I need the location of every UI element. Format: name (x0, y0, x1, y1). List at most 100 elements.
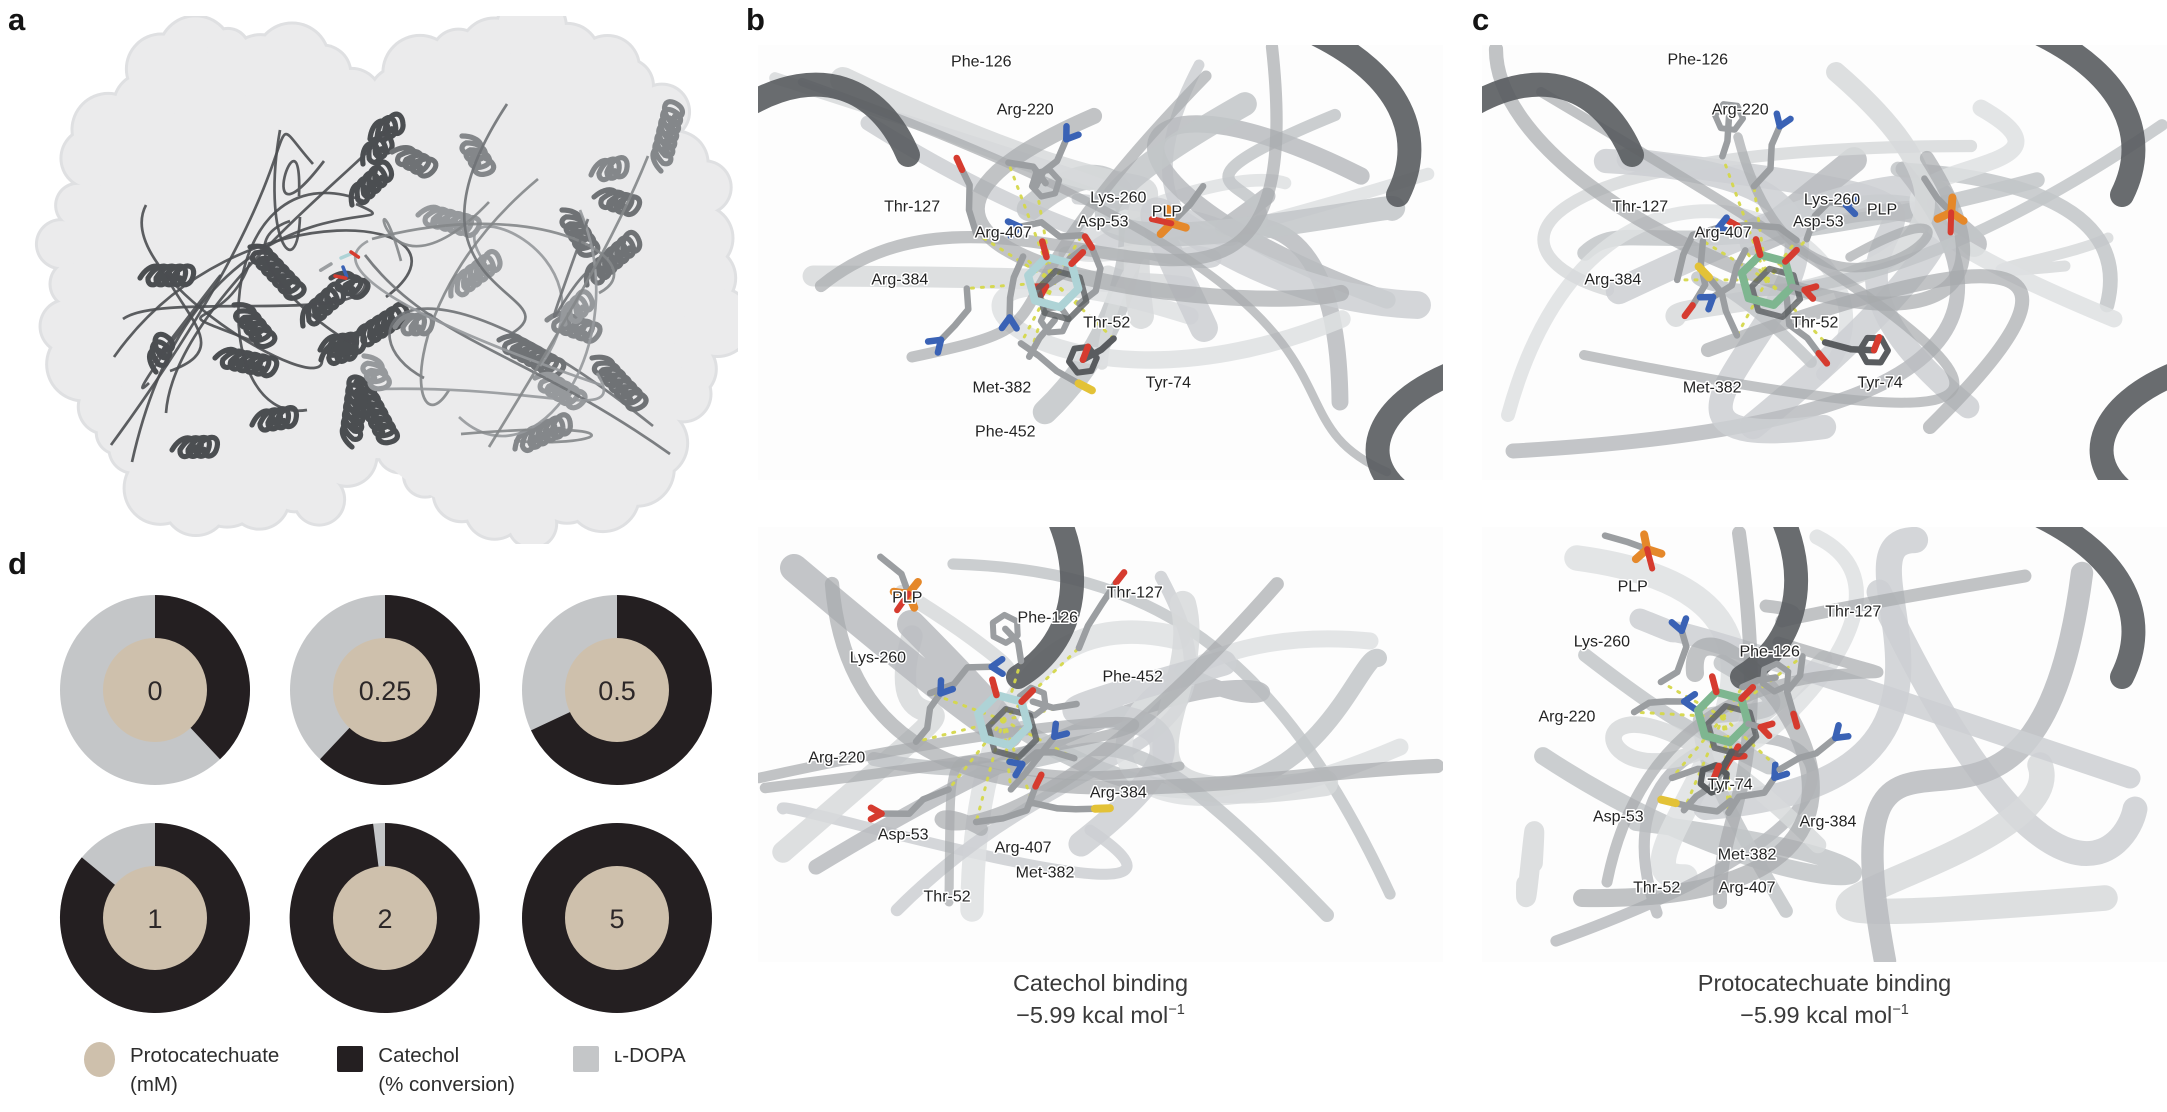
ribbon (1095, 92, 1406, 247)
residue-sticks (1776, 734, 1839, 773)
atom-tip (894, 590, 912, 614)
loop-strand (382, 201, 490, 262)
helix (512, 412, 573, 454)
residue-label: Tyr-74 (1857, 375, 1902, 392)
surface (37, 221, 85, 268)
hydrogen-bond (974, 718, 1005, 824)
residue-label: Phe-452 (975, 424, 1036, 441)
caption-catechol-line1: Catechol binding (1012, 970, 1189, 996)
atom-tip (1068, 249, 1087, 267)
atom-tip (988, 663, 1006, 678)
atom-tip (1678, 615, 1690, 635)
dark-monomer-ribbon (1482, 72, 1644, 167)
ribbon (777, 802, 1133, 880)
protocatechuate-swatch (84, 1042, 115, 1077)
atom-tip (1757, 723, 1773, 740)
legend-item-catechol: Catechol (% conversion) (337, 1042, 515, 1099)
caption-protocatechuate: Protocatechuate binding −5.99 kcal mol−1 (1482, 968, 2167, 1031)
residue-label: Arg-384 (1584, 271, 1641, 288)
helix (360, 130, 395, 167)
donut-center (103, 638, 207, 742)
atom-tip (1644, 546, 1656, 572)
residue-sticks (1803, 198, 1850, 243)
residue-label: Phe-452 (1102, 669, 1163, 686)
residue-sticks (1821, 339, 1878, 354)
helix (317, 330, 368, 358)
atom-tip (1723, 216, 1741, 229)
hydrogen-bond (1051, 280, 1116, 341)
atom-tip (1776, 115, 1794, 130)
residue-label: Arg-384 (1090, 784, 1147, 801)
helix (212, 346, 280, 379)
atom-tip (1870, 333, 1883, 354)
dark-monomer-ribbon (758, 72, 920, 167)
atom-tip (318, 262, 333, 272)
residue-sticks (1032, 136, 1070, 190)
hydrogen-bond (1659, 680, 1725, 719)
residue-label: Arg-220 (1538, 709, 1595, 726)
hydrogen-bond (1752, 184, 1769, 282)
residue-label: Met-382 (973, 380, 1032, 397)
aromatic-ring (1066, 343, 1100, 376)
atom-tip (1657, 795, 1680, 808)
atom-tip (1681, 302, 1696, 320)
panel-c-label: c (1472, 2, 1490, 37)
loop-strand (487, 155, 650, 448)
loop-strand (109, 132, 315, 446)
loop-strand (112, 229, 413, 358)
hydrogen-bond (1735, 278, 1769, 337)
loop-strand (460, 428, 593, 444)
legend-label-ldopa: ʟ-DOPA (614, 1044, 686, 1067)
residue-label: Thr-127 (1825, 603, 1881, 620)
catechol-swatch (337, 1046, 364, 1072)
ribbon (894, 584, 1015, 676)
dark-monomer-ribbon (2035, 45, 2146, 207)
residue-sticks (1733, 222, 1800, 244)
residue-sticks (937, 285, 972, 344)
ribbon (1616, 147, 1980, 419)
loop-strand (458, 209, 598, 438)
atom-tip (1790, 710, 1801, 730)
surface (656, 367, 710, 421)
helix (137, 263, 197, 288)
atom-tip (1710, 762, 1723, 783)
atom-tip (1074, 379, 1096, 395)
ribbon (1147, 115, 1396, 309)
surface (434, 466, 489, 521)
atom-tip (1051, 730, 1071, 740)
catechol-binding-site-view-2: PLPLys-260Arg-220Asp-53Thr-52Arg-407Met-… (758, 527, 1443, 962)
ribbon (947, 558, 1396, 900)
legend: Protocatechuate (mM) Catechol (% convers… (84, 1042, 686, 1099)
atom-tip (349, 250, 361, 259)
helix (650, 99, 686, 174)
residue-sticks (1075, 579, 1120, 652)
residue-sticks (1725, 774, 1778, 817)
ribbon (1488, 45, 1970, 311)
caption-catechol: Catechol binding −5.99 kcal mol−1 (758, 968, 1443, 1031)
residue-sticks (1029, 799, 1099, 813)
residue-label: Tyr-74 (1146, 375, 1191, 392)
surface (160, 17, 232, 89)
aromatic-ring (1028, 166, 1063, 200)
residue-label: Phe-126 (1668, 51, 1729, 68)
donut-center (333, 638, 437, 742)
surface (378, 427, 422, 472)
helix (459, 133, 497, 177)
residue-sticks (1921, 175, 1955, 216)
aromatic-ring (1712, 101, 1746, 133)
loop-strand (199, 261, 256, 344)
loop-strand (354, 239, 602, 387)
residue-label: PLP (1152, 204, 1182, 221)
panel-d-label: d (8, 546, 27, 581)
ribbon (1573, 637, 1820, 908)
legend-item-protocatechuate: Protocatechuate (mM) (84, 1042, 279, 1099)
atom-tip (1032, 771, 1045, 790)
residue-sticks (1672, 797, 1734, 815)
residue-sticks (912, 690, 944, 745)
loop-strand (472, 225, 564, 367)
atom-tip (998, 314, 1013, 332)
residue-label: Phe-126 (1739, 643, 1800, 660)
ribbon (1861, 561, 2094, 962)
ribbon (797, 77, 1392, 477)
residue-sticks (1739, 674, 1779, 691)
